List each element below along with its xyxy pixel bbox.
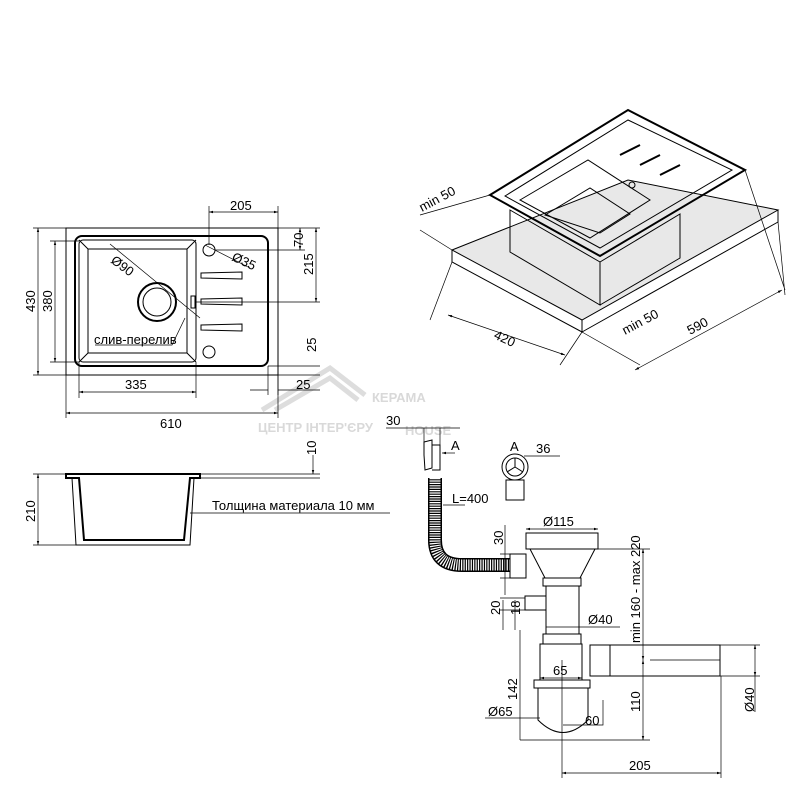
dim-380: 380 xyxy=(40,290,55,312)
drain-outer xyxy=(137,282,177,322)
bowl-outer xyxy=(78,239,197,363)
strainer-diameter: Ø115 xyxy=(543,514,574,529)
height-range: min 160 - max 220 xyxy=(628,535,643,643)
dim-25-bottom: 25 xyxy=(296,377,310,392)
drainboard-grooves xyxy=(200,271,243,332)
second-hole xyxy=(202,345,216,359)
faucet-hole xyxy=(202,243,216,257)
bowl-inner xyxy=(87,248,188,354)
dim-430: 430 xyxy=(23,290,38,312)
section-arrow-label: A xyxy=(451,438,460,453)
watermark-tagline: ЦЕНТР ІНТЕР'ЄРУ xyxy=(258,420,374,435)
dim-215: 215 xyxy=(301,253,316,275)
drain-inner xyxy=(142,287,172,317)
dim-70: 70 xyxy=(291,233,306,247)
siphon-drawing: 30 A L=400 A 36 Ø115 30 20 18 Ø40 min 16 xyxy=(386,413,760,778)
dim-18: 18 xyxy=(508,601,523,615)
watermark-brand: КЕРАМА xyxy=(372,390,426,405)
material-note: Толщина материала 10 мм xyxy=(212,498,375,513)
dim-110: 110 xyxy=(628,691,643,712)
bottle-diameter: Ø65 xyxy=(488,704,513,719)
isometric-view: min 50 min 50 420 590 xyxy=(416,108,786,371)
dim-min50-right: min 50 xyxy=(619,306,661,338)
strainer xyxy=(525,532,599,550)
watermark-logo: КЕРАМА HOUSE ЦЕНТР ІНТЕР'ЄРУ xyxy=(258,364,452,438)
top-view: 205 610 335 430 380 215 70 25 25 Ø90 Ø35… xyxy=(23,198,320,431)
drain-diameter: Ø90 xyxy=(108,252,137,279)
dim-205-outlet: 205 xyxy=(629,758,651,773)
watermark-brand-sub: HOUSE xyxy=(405,423,452,438)
dim-335: 335 xyxy=(125,377,147,392)
dim-30-outlet: 30 xyxy=(386,413,400,428)
overflow-label: слив-перелив xyxy=(94,332,177,347)
dim-30-hose: 30 xyxy=(491,531,506,545)
dim-25-right: 25 xyxy=(304,338,319,352)
sink-outline xyxy=(65,227,279,376)
dim-210: 210 xyxy=(23,500,38,522)
section-view: 210 10 Толщина материала 10 мм xyxy=(23,441,390,546)
outlet-pipe xyxy=(609,644,721,677)
hose-length: L=400 xyxy=(452,491,489,506)
detail-label: A xyxy=(510,439,519,454)
dim-142: 142 xyxy=(505,678,520,700)
dim-65: 65 xyxy=(553,663,567,678)
outlet-diameter: Ø40 xyxy=(742,687,757,712)
sink-rim xyxy=(74,235,269,367)
dim-610: 610 xyxy=(160,416,182,431)
pipe-diameter: Ø40 xyxy=(588,612,613,627)
detail-diameter: 36 xyxy=(536,441,550,456)
dim-10: 10 xyxy=(304,441,319,455)
dim-20: 20 xyxy=(488,601,503,615)
dim-590: 590 xyxy=(684,314,710,337)
hole-diameter: Ø35 xyxy=(230,249,259,273)
dim-60: 60 xyxy=(585,713,599,728)
dim-420: 420 xyxy=(492,327,518,350)
dim-205: 205 xyxy=(230,198,252,213)
